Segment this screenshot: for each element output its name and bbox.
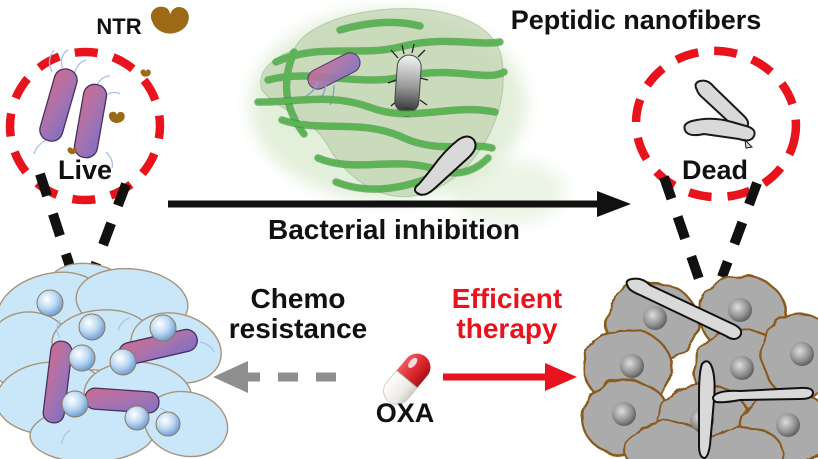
dead-bacterium-tip (744, 138, 754, 149)
efficient-therapy-label: Efficient therapy (406, 284, 608, 344)
dead-bacterium-mesh (413, 135, 477, 196)
ntr-enzyme-icon (150, 6, 189, 34)
zoom-funnel-dashes (35, 172, 762, 281)
dead-bacterium-2 (683, 117, 756, 142)
chemo-resistance-label: Chemo resistance (196, 284, 400, 344)
oxa-label: OXA (375, 398, 435, 428)
chemo-resistance-line1: Chemo (250, 283, 346, 314)
dead-bacterium-1 (694, 79, 750, 131)
trapped-bacterium (305, 52, 361, 106)
efficient-therapy-line2: therapy (456, 312, 558, 344)
ntr-enzyme-icon-small (140, 69, 151, 77)
efficient-therapy-line1: Efficient (451, 283, 563, 314)
nanofiber-mesh (250, 8, 566, 224)
ntr-label: NTR (96, 14, 142, 39)
dead-cell-nuclei (612, 298, 814, 437)
dead-zoom-circle (631, 46, 801, 202)
live-bacterium-2 (73, 83, 108, 159)
efficient-therapy-arrow (443, 363, 577, 391)
live-zoom-circle (5, 6, 189, 205)
live-label: Live (57, 155, 113, 185)
live-bacterium-1 (39, 68, 78, 142)
dead-cell-cluster (580, 274, 818, 459)
dashed-circle-dead (631, 46, 801, 202)
dead-label: Dead (681, 155, 749, 185)
chemo-resistance-line2: resistance (228, 312, 368, 344)
oxa-capsule-icon (383, 353, 431, 405)
live-cell-cluster (0, 262, 229, 459)
bacterial-inhibition-label: Bacterial inhibition (267, 214, 521, 245)
dead-bacteria-in-cluster (625, 277, 815, 459)
ntr-enzyme-icons (67, 6, 189, 155)
ntr-enzyme-icon-small (108, 111, 125, 123)
live-cell-nuclei (36, 289, 181, 437)
dead-bacteria (683, 79, 756, 149)
nanofibers-title: Peptidic nanofibers (510, 5, 762, 35)
chemo-resistance-arrow (213, 361, 336, 393)
dashed-circle-live (5, 47, 165, 205)
ntr-enzyme-icon-small (67, 147, 77, 155)
mesh-glow-lower (450, 160, 566, 224)
bacterial-inhibition-arrow (168, 191, 631, 217)
